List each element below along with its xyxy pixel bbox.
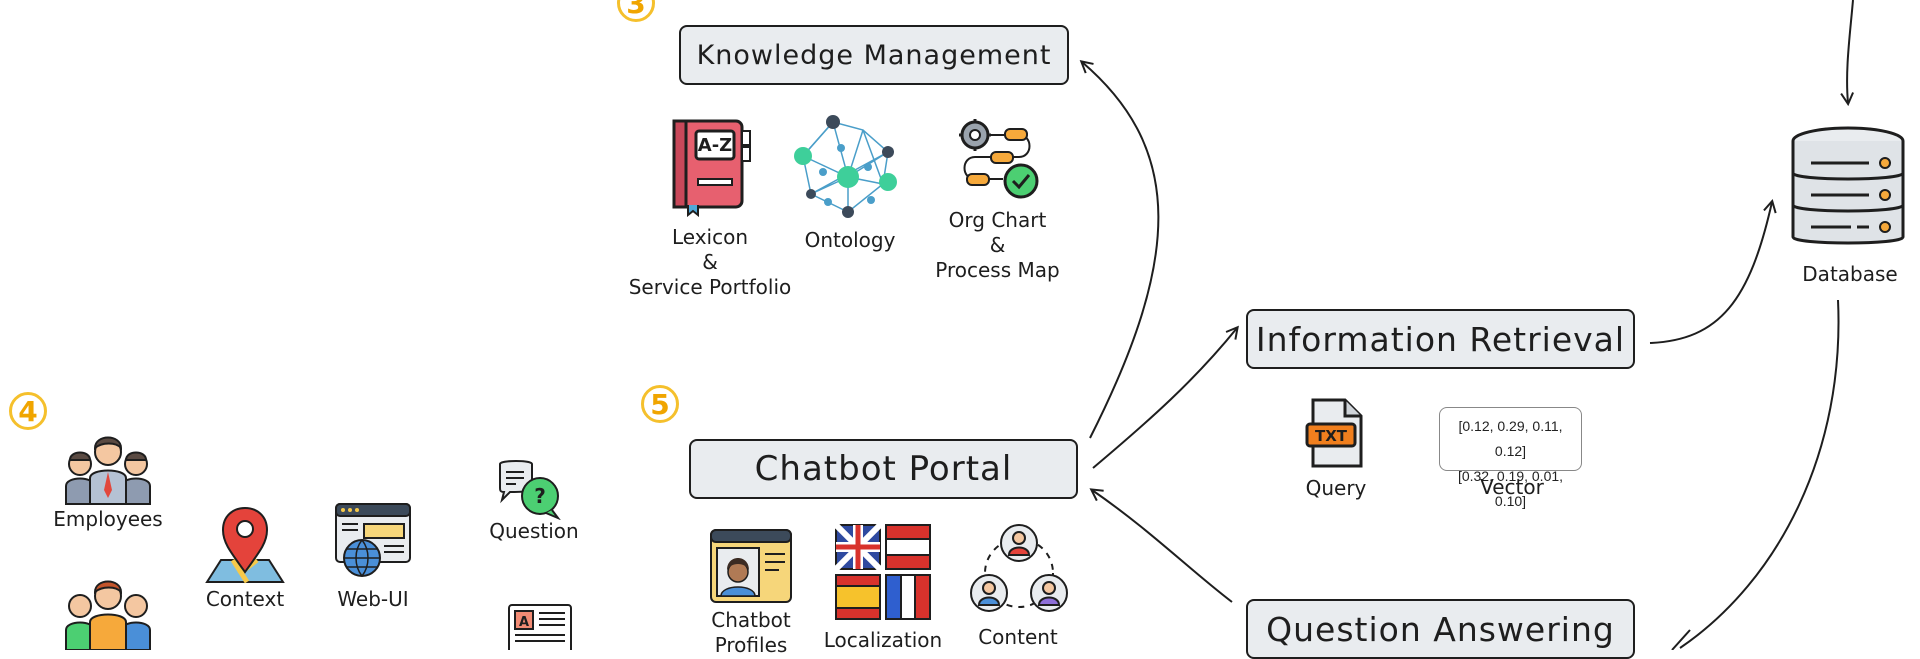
employees-label: Employees <box>53 507 163 531</box>
svg-text:A-Z: A-Z <box>698 135 732 156</box>
content-label: Content <box>978 625 1058 649</box>
txt-badge-text: TXT <box>1315 427 1348 445</box>
employees-group-icon-second <box>65 580 151 650</box>
chatbot-profile-icon <box>710 529 792 603</box>
arrow-retrieval-to-database <box>1649 202 1772 344</box>
org-chart-process-icon <box>959 119 1039 199</box>
arrow-portal-to-knowledge <box>1082 62 1160 439</box>
content-audience-icon <box>970 524 1068 612</box>
vector-row: [0.32, 0.19, 0.01, 0.10] <box>1457 468 1564 509</box>
svg-text:?: ? <box>534 484 546 508</box>
query-label: Query <box>1305 476 1367 500</box>
question-answering-box: Question Answering <box>1246 599 1635 659</box>
txt-file-icon: TXT <box>1305 398 1363 468</box>
knowledge-management-box: Knowledge Management <box>679 25 1069 85</box>
svg-text:A: A <box>519 615 529 630</box>
ontology-label: Ontology <box>804 228 896 252</box>
arrow-answering-to-portal <box>1092 490 1233 603</box>
web-ui-browser-icon <box>335 503 411 577</box>
web-ui-label: Web-UI <box>337 587 409 611</box>
chatbot-portal-box: Chatbot Portal <box>689 439 1078 499</box>
org-chart-label: Org Chart&Process Map <box>935 208 1060 282</box>
book-az-icon: A-Z <box>672 119 751 217</box>
arrow-portal-to-retrieval <box>1092 328 1237 469</box>
lexicon-label: Lexicon&Service Portfolio <box>628 225 792 299</box>
arrowhead-to-answering <box>1671 629 1691 650</box>
localization-flags-icon <box>834 523 931 620</box>
question-chat-icon: ? <box>499 460 561 520</box>
context-label: Context <box>205 587 285 611</box>
arrow-database-to-answering <box>1679 299 1840 649</box>
arrow-top-to-database <box>1847 0 1854 103</box>
localization-label: Localization <box>823 628 943 652</box>
vector-label: Vector <box>1480 475 1544 499</box>
database-label: Database <box>1802 262 1898 286</box>
vector-box: [0.12, 0.29, 0.11, 0.12] [0.32, 0.19, 0.… <box>1439 407 1582 509</box>
database-icon <box>1791 126 1905 245</box>
question-label: Question <box>489 519 579 543</box>
employees-group-icon <box>65 436 151 505</box>
location-pin-map-icon <box>205 506 285 584</box>
ontology-network-icon <box>794 115 897 218</box>
information-retrieval-box: Information Retrieval <box>1246 309 1635 369</box>
step-badge-4: 4 <box>9 392 47 430</box>
answer-document-icon: A <box>508 604 572 650</box>
vector-row: [0.12, 0.29, 0.11, 0.12] <box>1458 418 1563 459</box>
step-badge-5: 5 <box>641 385 679 423</box>
